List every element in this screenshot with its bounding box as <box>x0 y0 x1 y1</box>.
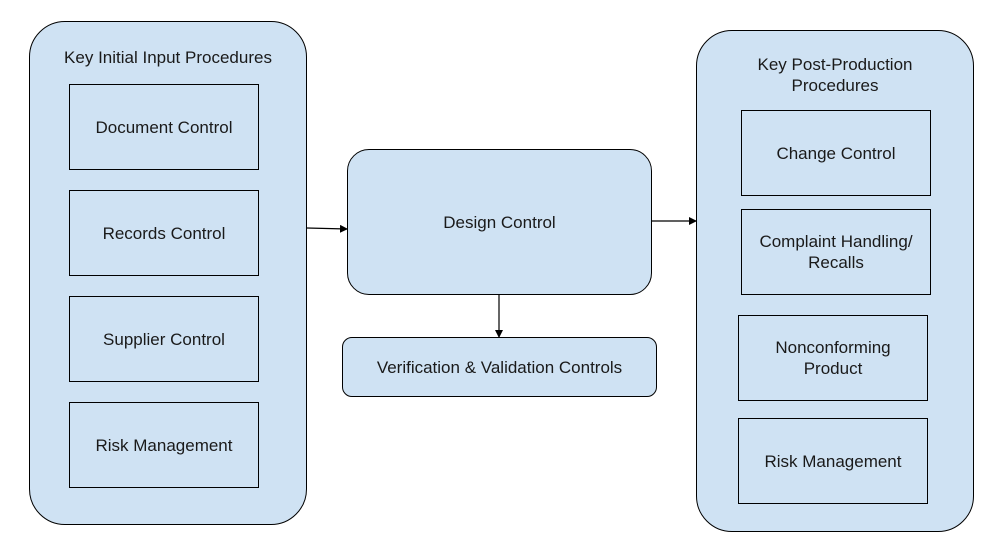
verification-validation-label: Verification & Validation Controls <box>376 357 623 377</box>
risk-management-right-box: Risk Management <box>738 418 928 504</box>
risk-management-right-label: Risk Management <box>764 451 902 471</box>
supplier-control-box: Supplier Control <box>69 296 259 382</box>
change-control-label: Change Control <box>776 143 896 163</box>
document-control-box: Document Control <box>69 84 259 170</box>
complaint-handling-label: Complaint Handling/ Recalls <box>759 232 913 272</box>
records-control-box: Records Control <box>69 190 259 276</box>
verification-validation-box: Verification & Validation Controls <box>342 337 657 397</box>
supplier-control-label: Supplier Control <box>103 329 225 349</box>
design-control-box: Design Control <box>347 149 652 295</box>
right-group-title: Key Post-Production Procedures <box>757 55 913 95</box>
document-control-label: Document Control <box>95 117 233 137</box>
change-control-box: Change Control <box>741 110 931 196</box>
nonconforming-product-label: Nonconforming Product <box>775 338 891 378</box>
nonconforming-product-box: Nonconforming Product <box>738 315 928 401</box>
records-control-label: Records Control <box>102 223 226 243</box>
arrow-left-to-design <box>306 224 348 233</box>
risk-management-left-box: Risk Management <box>69 402 259 488</box>
left-group-title: Key Initial Input Procedures <box>64 48 272 67</box>
design-control-label: Design Control <box>443 212 556 232</box>
risk-management-left-label: Risk Management <box>95 435 233 455</box>
complaint-handling-box: Complaint Handling/ Recalls <box>741 209 931 295</box>
